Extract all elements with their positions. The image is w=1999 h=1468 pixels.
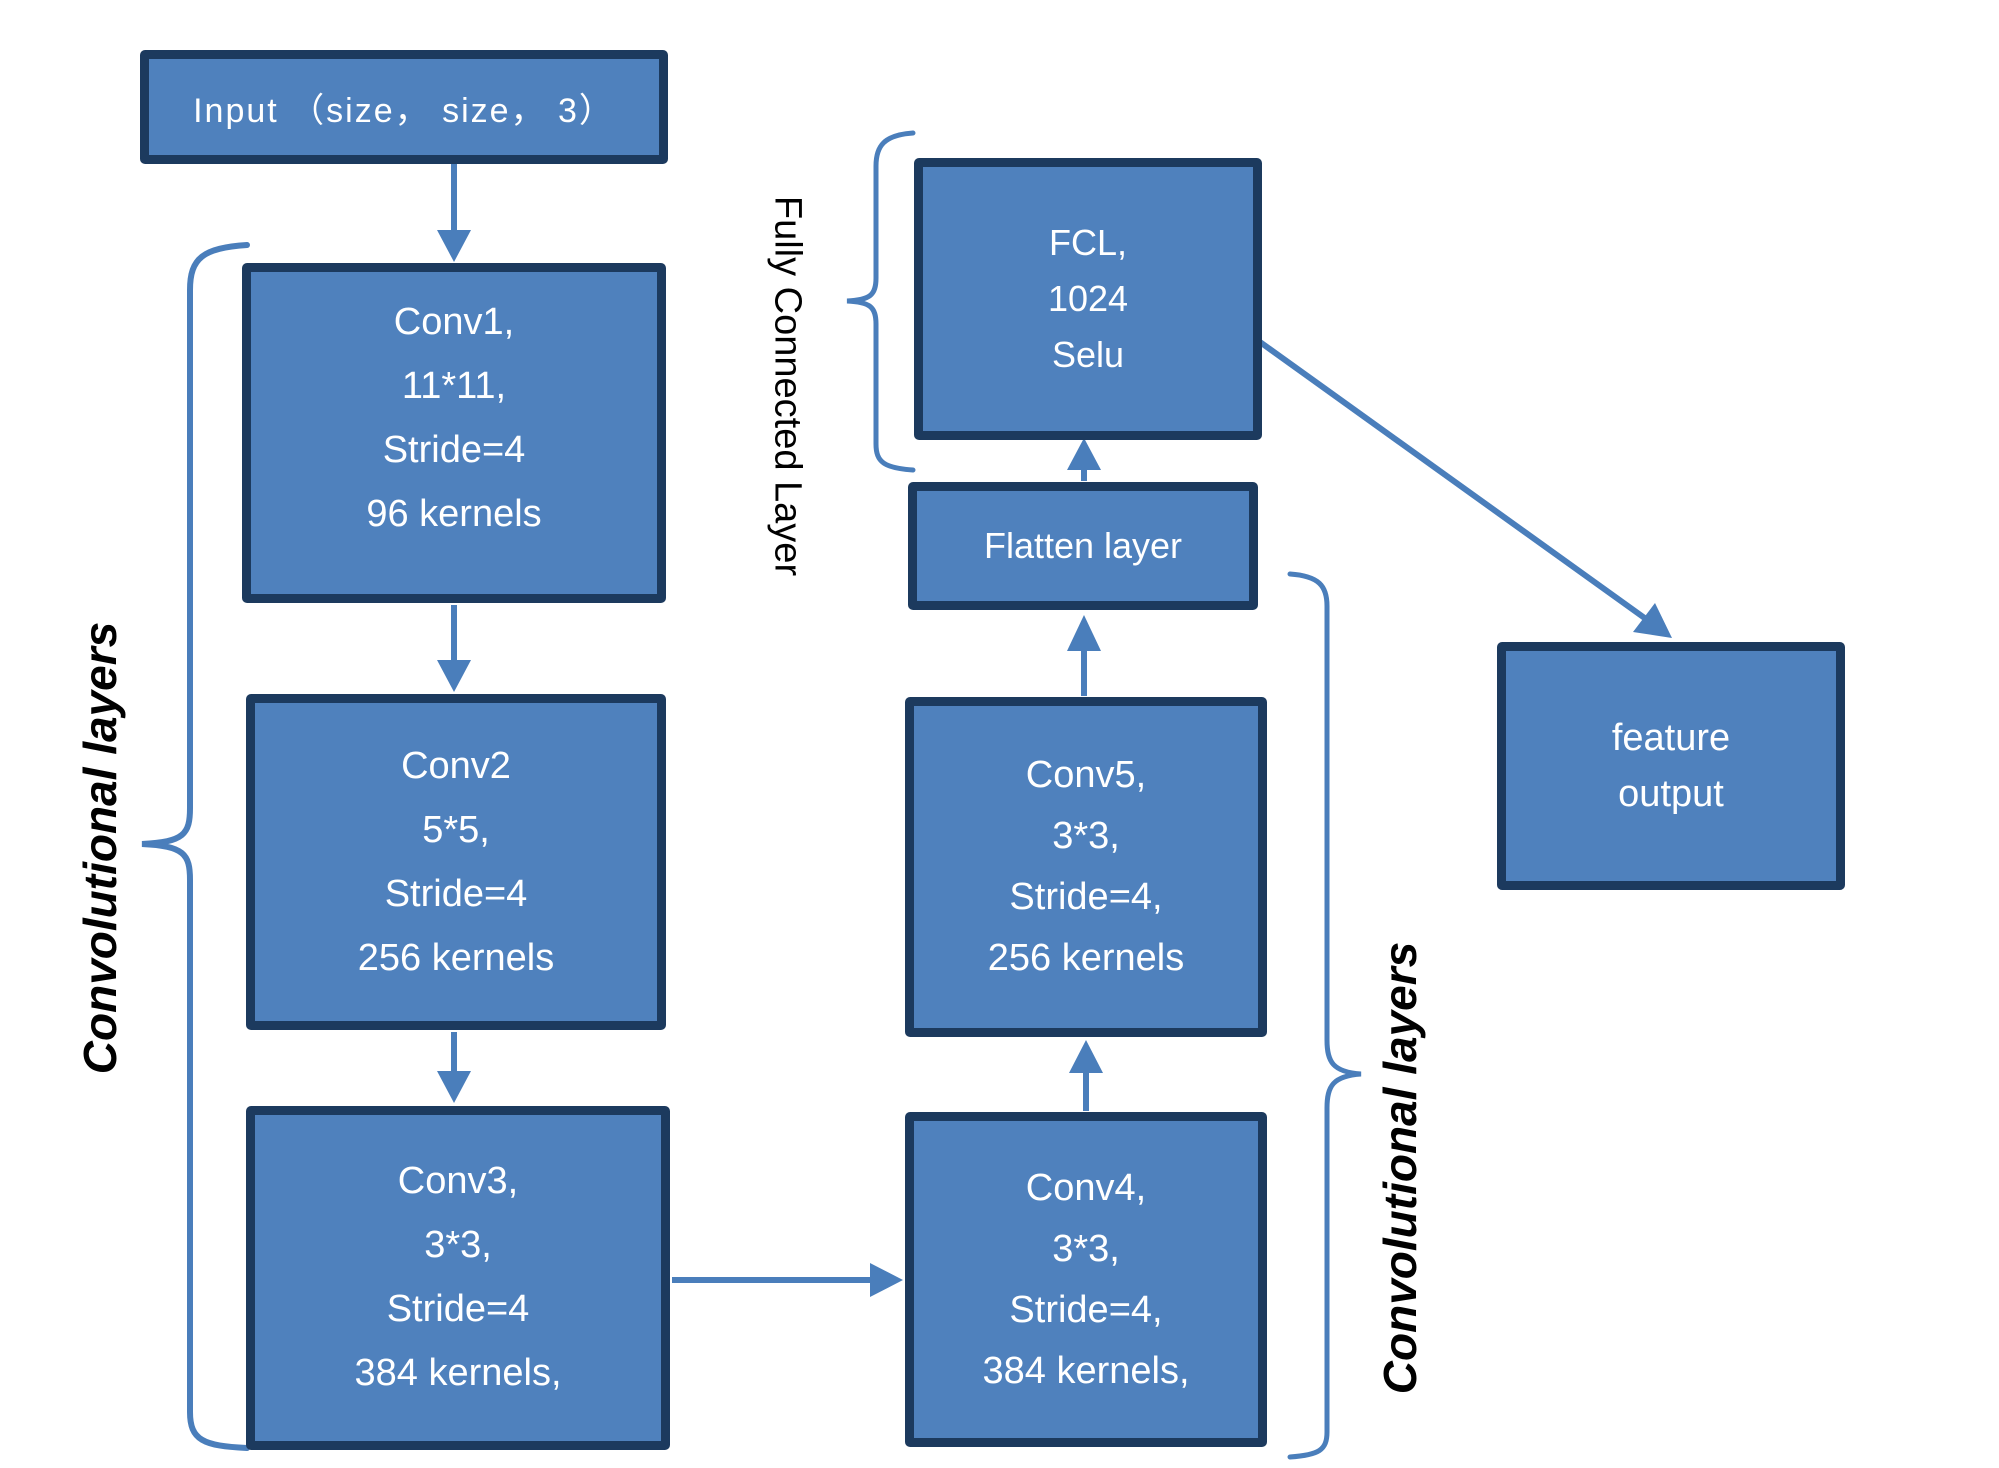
conv1-line: Conv1, <box>393 301 515 343</box>
conv3-line: 384 kernels, <box>354 1352 562 1394</box>
conv4-line: Conv4, <box>1025 1166 1147 1209</box>
conv1-line: Stride=4 <box>382 429 526 471</box>
conv4-line: Stride=4, <box>1009 1288 1163 1331</box>
conv3-line: 3*3, <box>424 1224 492 1266</box>
conv5-line: 3*3, <box>1052 815 1120 857</box>
feature-output-line: feature <box>1611 717 1731 759</box>
right-convolutional-brace-icon <box>1287 571 1362 1460</box>
flatten-layer-label: Flatten layer <box>983 525 1183 566</box>
conv5-box: Conv5, 3*3, Stride=4, 256 kernels <box>905 697 1267 1037</box>
fcl-line: 1024 <box>1047 278 1129 319</box>
arrow-fcl-to-feature-output-icon <box>1258 339 1672 638</box>
conv4-line: 3*3, <box>1052 1227 1120 1270</box>
arrow-conv3-to-conv4-icon <box>672 1263 903 1297</box>
input-layer-box: Input （size， size， 3） <box>140 50 668 164</box>
conv2-line: Conv2 <box>401 745 511 787</box>
arrow-flatten-to-fcl-icon <box>1067 438 1101 481</box>
conv5-line: Stride=4, <box>1009 876 1163 918</box>
conv5-line: Conv5, <box>1025 754 1147 796</box>
arrow-conv1-to-conv2-icon <box>437 605 471 692</box>
conv1-line: 11*11, <box>401 365 507 407</box>
arrow-conv5-to-flatten-icon <box>1067 615 1101 696</box>
conv5-line: 256 kernels <box>987 937 1185 979</box>
conv1-line: 96 kernels <box>366 493 542 535</box>
conv1-box: Conv1, 11*11, Stride=4 96 kernels <box>242 263 666 603</box>
conv2-line: 5*5, <box>422 809 490 851</box>
conv4-box: Conv4, 3*3, Stride=4, 384 kernels, <box>905 1112 1267 1447</box>
feature-output-box: feature output <box>1497 642 1845 890</box>
fcl-box: FCL, 1024 Selu <box>914 158 1262 440</box>
arrow-conv4-to-conv5-icon <box>1069 1040 1103 1111</box>
conv2-box: Conv2 5*5, Stride=4 256 kernels <box>246 694 666 1030</box>
fcl-line: FCL, <box>1048 222 1127 263</box>
fcl-line: Selu <box>1051 334 1125 375</box>
arrow-conv2-to-conv3-icon <box>437 1032 471 1103</box>
conv2-line: Stride=4 <box>384 873 528 915</box>
conv3-box: Conv3, 3*3, Stride=4 384 kernels, <box>246 1106 670 1450</box>
feature-output-line: output <box>1618 773 1724 815</box>
fully-connected-brace-icon <box>846 130 916 473</box>
left-convolutional-brace-icon <box>141 242 250 1451</box>
conv4-line: 384 kernels, <box>982 1349 1190 1392</box>
conv2-line: 256 kernels <box>357 937 555 979</box>
input-layer-label: Input （size， size， 3） <box>193 91 615 130</box>
flatten-layer-box: Flatten layer <box>908 482 1258 610</box>
conv3-line: Stride=4 <box>386 1288 530 1330</box>
conv3-line: Conv3, <box>397 1160 519 1202</box>
